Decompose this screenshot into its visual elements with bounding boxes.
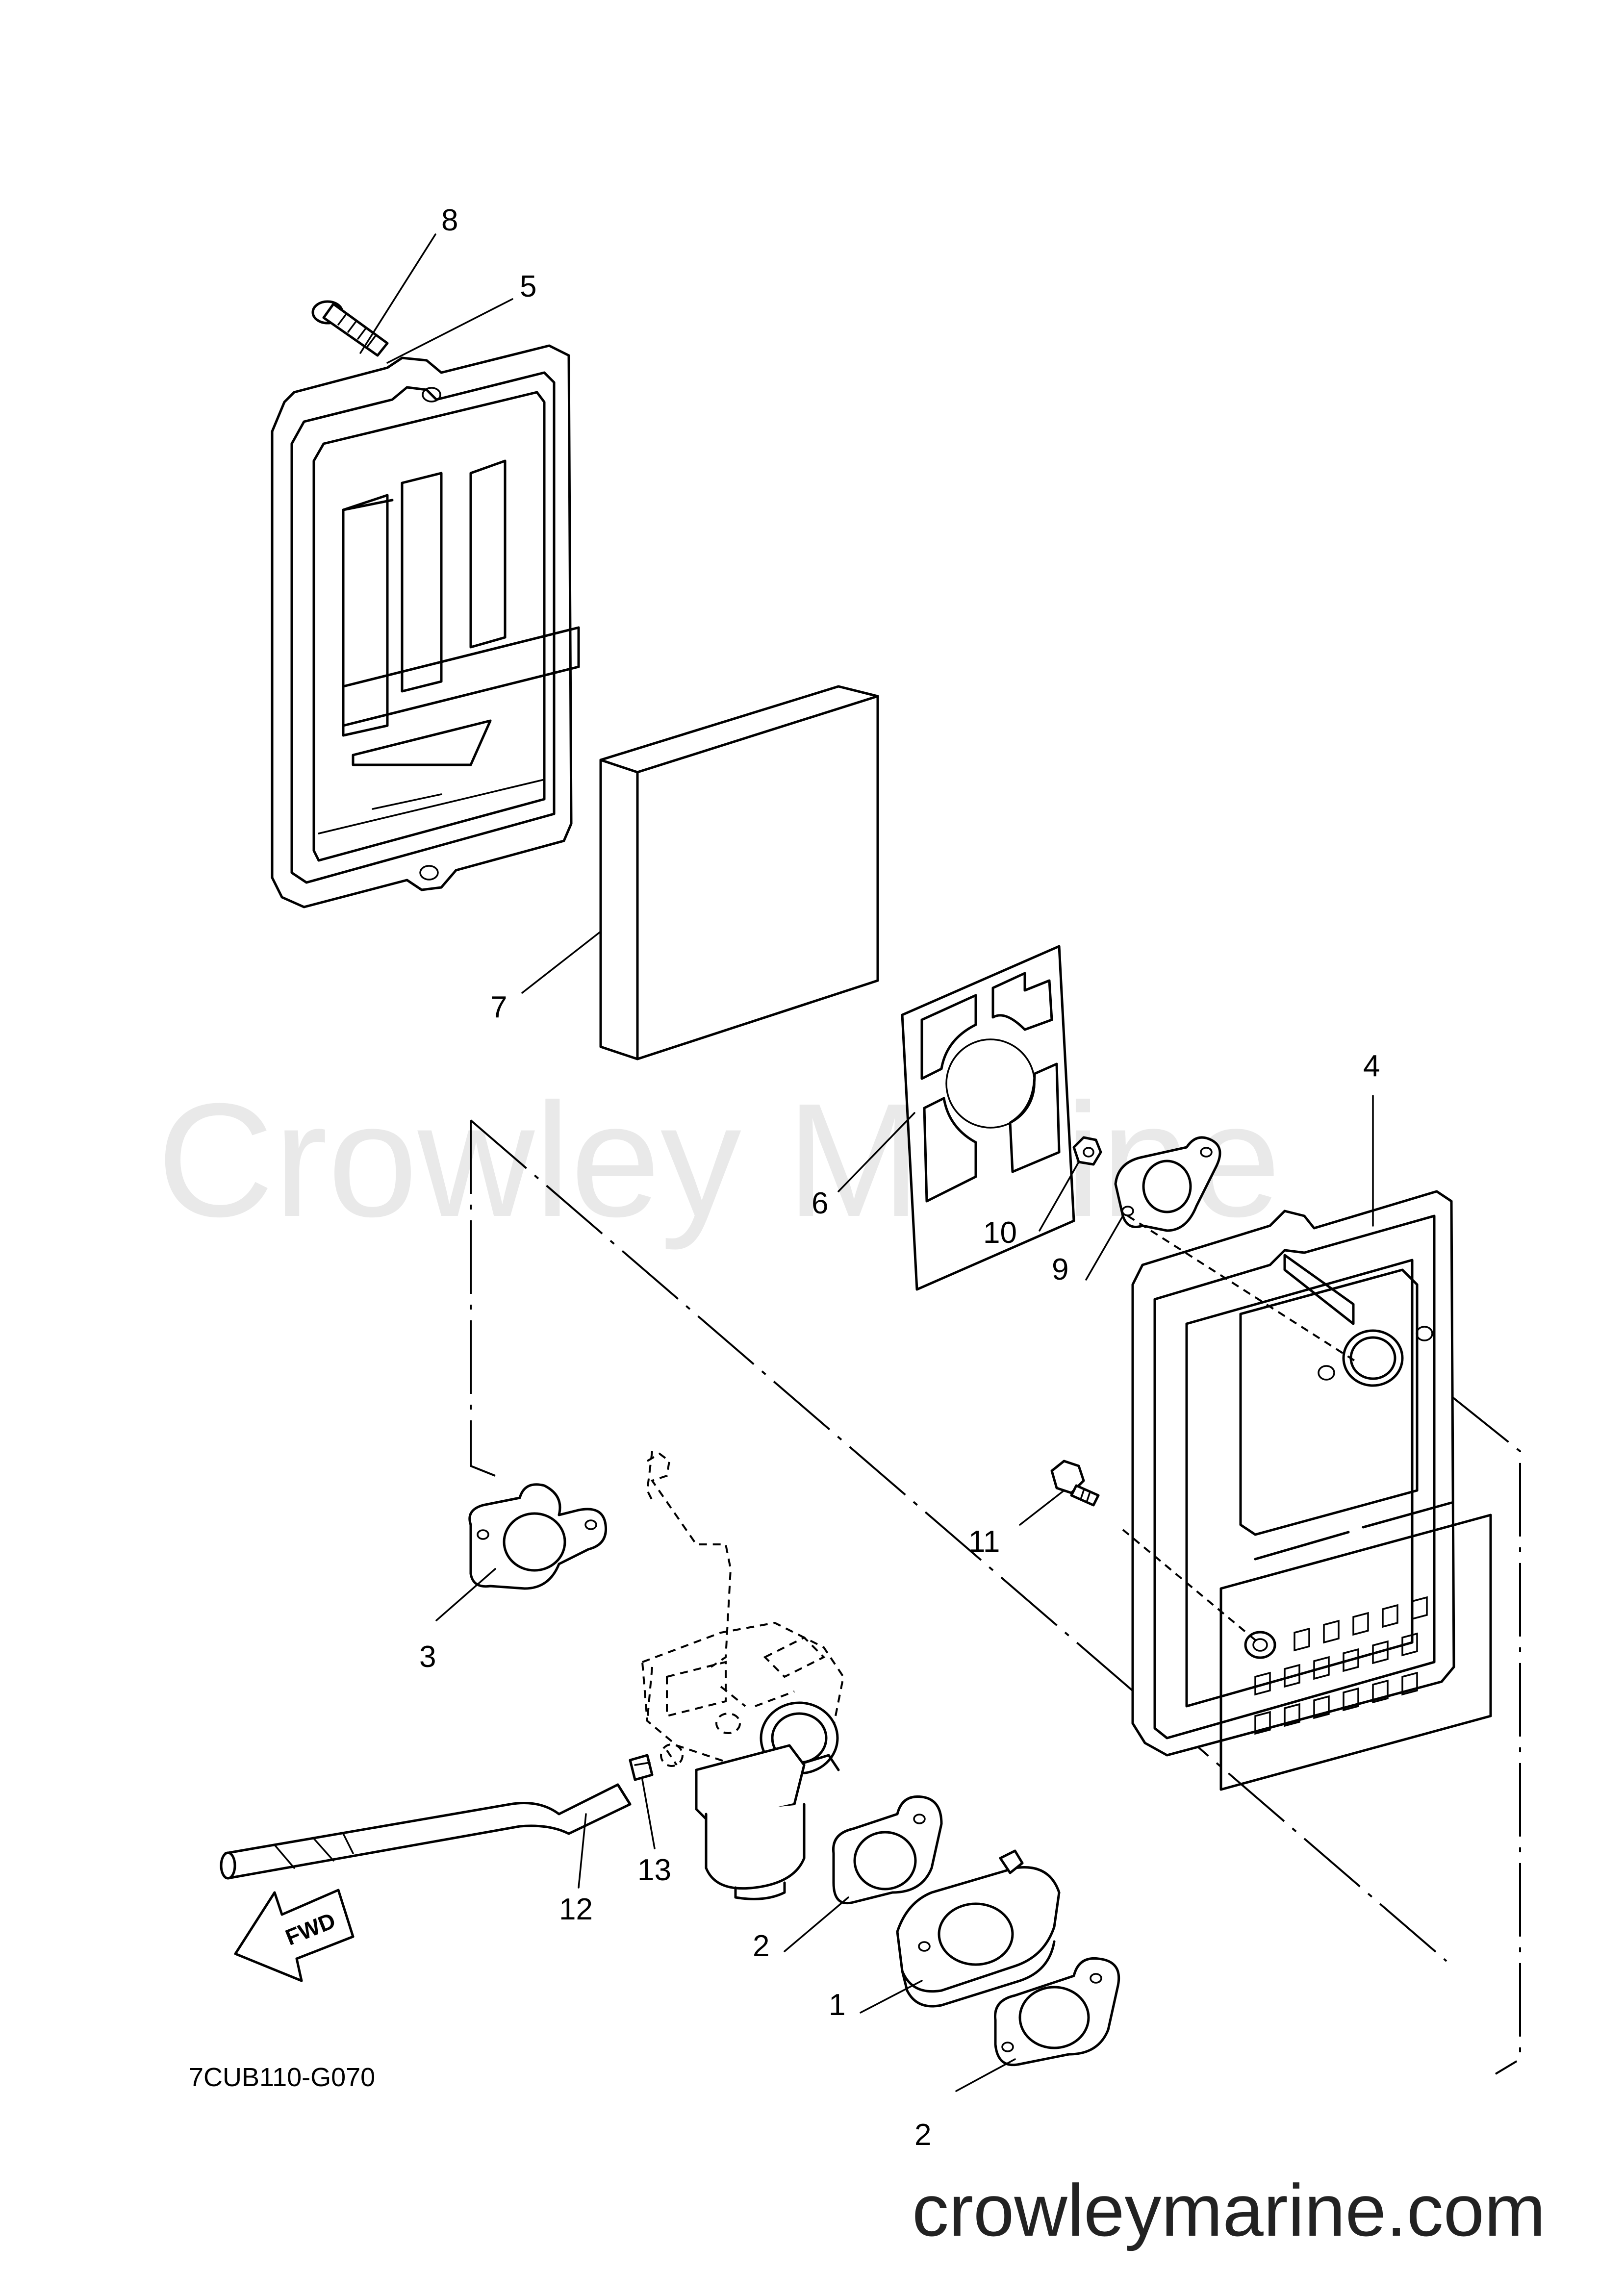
assembly-guide-lines (470, 1119, 1521, 2075)
part-7-filter-element (599, 685, 879, 1060)
part-10-nut (1072, 1136, 1102, 1166)
callout-13: 13 (637, 1853, 671, 1887)
watermark: Crowley Marine (157, 1069, 1281, 1251)
callout-2a: 2 (753, 1929, 769, 1963)
part-2-gasket-upper (832, 1795, 943, 1904)
callout-9: 9 (1052, 1253, 1068, 1287)
part-11-bolt (1050, 1460, 1100, 1507)
callout-2b: 2 (914, 2118, 931, 2152)
part-5-filter-cover (271, 344, 580, 908)
part-13-clip (629, 1754, 654, 1781)
callout-5: 5 (520, 270, 536, 303)
callout-7: 7 (490, 990, 507, 1024)
callout-4: 4 (1363, 1049, 1380, 1083)
callout-10: 10 (983, 1216, 1017, 1250)
site-url: crowleymarine.com (912, 2169, 1546, 2251)
diagram-code: 7CUB110-G070 (189, 2063, 375, 2092)
part-4-filter-case (1131, 1190, 1492, 1791)
carburetor-assembly (641, 1451, 845, 1900)
part-6-gasket (901, 945, 1075, 1291)
leader-lines (359, 233, 1374, 2092)
callout-8: 8 (441, 203, 458, 237)
callout-numbers: 1 2 2 3 4 5 6 7 8 9 10 11 12 13 (419, 203, 1380, 2152)
fwd-arrow-icon: FWD (234, 1889, 355, 1982)
callout-3: 3 (419, 1640, 436, 1674)
part-2-gasket-lower (994, 1957, 1120, 2067)
callout-11: 11 (968, 1525, 1000, 1559)
part-1-insulator (896, 1849, 1061, 2008)
part-8-bolt (311, 300, 389, 357)
callout-6: 6 (812, 1186, 828, 1220)
part-12-fuel-hose (220, 1783, 632, 1880)
callout-12: 12 (559, 1892, 593, 1926)
part-3-gasket (468, 1483, 608, 1590)
callout-1: 1 (829, 1988, 845, 2022)
